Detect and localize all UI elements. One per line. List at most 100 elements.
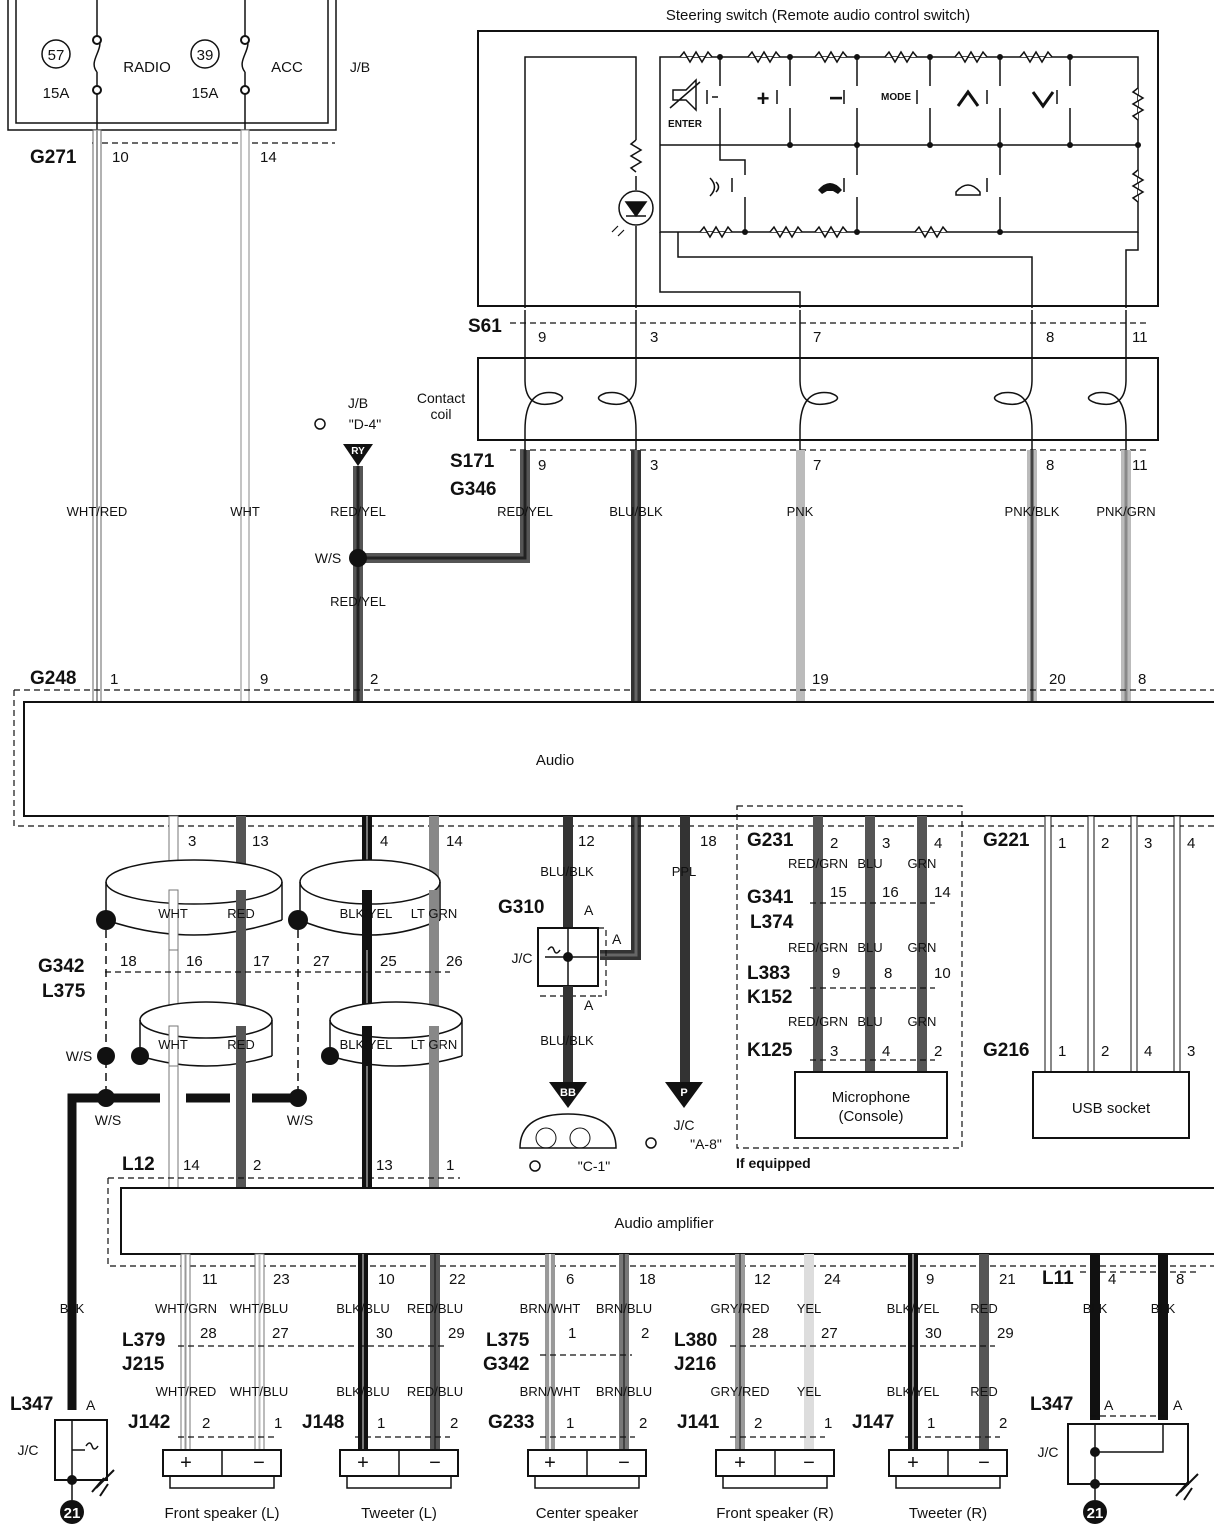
phone-hangup-icon — [955, 184, 981, 196]
wire-label-blk-left: BLK — [60, 1301, 85, 1316]
ref-a-l347-right-2: A — [1173, 1397, 1183, 1413]
svg-text:20: 20 — [1049, 671, 1066, 688]
wire-label-blk-yel-spk-1: BLK/YEL — [887, 1301, 940, 1316]
speaker-label-center: Center speaker — [536, 1505, 639, 1522]
svg-text:3: 3 — [188, 833, 196, 850]
contact-coil-label-2: coil — [430, 406, 451, 422]
plus-terminal: + — [907, 1452, 919, 1474]
connector-l379: L379 — [122, 1330, 165, 1351]
svg-text:10: 10 — [112, 149, 129, 166]
jb-label: J/B — [350, 59, 370, 75]
wire-label-grn-1: GRN — [908, 856, 937, 871]
connector-l383: L383 — [747, 963, 790, 984]
ref-jc-a8-title: J/C — [674, 1117, 695, 1133]
connector-g248: G248 — [30, 668, 76, 689]
wire-label-blk-blu-2: BLK/BLU — [336, 1384, 389, 1399]
svg-text:8: 8 — [1046, 329, 1054, 346]
svg-text:2: 2 — [1101, 1043, 1109, 1060]
right-ground: L11 4 8 BLK BLK L347 A A J/C 21 — [1030, 1254, 1200, 1524]
ground-badge-left — [60, 1500, 84, 1524]
svg-text:1: 1 — [446, 1157, 454, 1174]
svg-text:19: 19 — [812, 671, 829, 688]
fuse-39-icon — [241, 0, 249, 130]
connector-l375: L375 — [42, 981, 86, 1002]
svg-text:7: 7 — [813, 329, 821, 346]
svg-text:2: 2 — [641, 1325, 649, 1342]
svg-text:2: 2 — [370, 671, 378, 688]
connector-k125: K125 — [747, 1040, 793, 1061]
jc-label-left: J/C — [18, 1442, 39, 1458]
svg-text:21: 21 — [999, 1271, 1016, 1288]
wire-label-blu-3: BLU — [857, 1014, 882, 1029]
svg-text:16: 16 — [882, 884, 899, 901]
connector-g271: G271 — [30, 147, 77, 168]
wire-label-blu-1: BLU — [857, 856, 882, 871]
svg-text:10: 10 — [934, 965, 951, 982]
svg-text:7: 7 — [813, 457, 821, 474]
fuse-39-number: 39 — [197, 47, 214, 64]
svg-text:14: 14 — [183, 1157, 200, 1174]
wire-label-red-blu-2: RED/BLU — [407, 1384, 463, 1399]
svg-text:2: 2 — [830, 835, 838, 852]
plus-terminal: + — [544, 1452, 556, 1474]
svg-text:2: 2 — [934, 1043, 942, 1060]
minus-terminal: − — [978, 1452, 990, 1474]
ws-splice-top — [349, 549, 367, 567]
svg-text:15: 15 — [830, 884, 847, 901]
ref-a-l347-left: A — [86, 1397, 96, 1413]
svg-text:23: 23 — [273, 1271, 290, 1288]
connector-g342: G342 — [38, 956, 84, 977]
svg-text:18: 18 — [700, 833, 717, 850]
connector-j142: J142 — [128, 1412, 170, 1433]
steering-junction-dots — [717, 54, 1141, 235]
wire-label-wht: WHT — [230, 504, 260, 519]
steering-switch: Steering switch (Remote audio control sw… — [477, 7, 1159, 308]
bb-badge: BB — [560, 1087, 576, 1099]
voice-icon — [709, 177, 720, 197]
connector-k152: K152 — [747, 987, 792, 1008]
wire-label-red-shield-1: RED — [227, 906, 254, 921]
svg-text:16: 16 — [186, 953, 203, 970]
mute-icon — [669, 78, 701, 112]
wire-label-blu-2: BLU — [857, 940, 882, 955]
svg-text:28: 28 — [752, 1325, 769, 1342]
svg-text:1: 1 — [1058, 835, 1066, 852]
fuse-57-number: 57 — [48, 47, 65, 64]
wire-label-red-yel-3: RED/YEL — [497, 504, 553, 519]
wire-label-brn-wht-2: BRN/WHT — [520, 1384, 581, 1399]
fuse-57-icon — [93, 0, 101, 130]
wire-label-grn-3: GRN — [908, 1014, 937, 1029]
speaker-tweeter-right: + − Tweeter (R) — [888, 1449, 1008, 1522]
svg-text:9: 9 — [260, 671, 268, 688]
seek-down-icon — [1031, 91, 1055, 109]
svg-text:2: 2 — [1101, 835, 1109, 852]
connector-g233: G233 — [488, 1412, 534, 1433]
fuse-39-label: ACC — [271, 59, 303, 76]
minus-terminal: − — [429, 1452, 441, 1474]
svg-text:27: 27 — [821, 1325, 838, 1342]
minus-terminal: − — [618, 1452, 630, 1474]
seek-up-icon — [956, 89, 980, 107]
if-equipped-box — [736, 805, 963, 1149]
connector-s61: S61 — [468, 316, 502, 337]
ref-a8: "A-8" — [690, 1136, 722, 1152]
connector-s171: S171 — [450, 451, 495, 472]
svg-text:14: 14 — [934, 884, 951, 901]
connector-j148: J148 — [302, 1412, 344, 1433]
wire-label-blu-blk-1: BLU/BLK — [609, 504, 663, 519]
ws-label-ground-left: W/S — [95, 1112, 121, 1128]
svg-text:9: 9 — [832, 965, 840, 982]
wire-label-gry-red-1: GRY/RED — [711, 1301, 770, 1316]
wire-label-blk-yel-shield-1: BLK/YEL — [340, 906, 393, 921]
svg-text:3: 3 — [882, 835, 890, 852]
plus-terminal: + — [734, 1452, 746, 1474]
svg-text:8: 8 — [1046, 457, 1054, 474]
minus-terminal: − — [253, 1452, 265, 1474]
jc-box-right — [1067, 1423, 1189, 1485]
upper-wires: G271 10 14 WHT/RED WHT J/B "D-4" RY RED/… — [14, 129, 1214, 960]
svg-text:8: 8 — [1138, 671, 1146, 688]
wire-label-red-grn-3: RED/GRN — [788, 1014, 848, 1029]
wire-label-brn-blu-1: BRN/BLU — [596, 1301, 652, 1316]
ground-badge-right — [1083, 1500, 1107, 1524]
